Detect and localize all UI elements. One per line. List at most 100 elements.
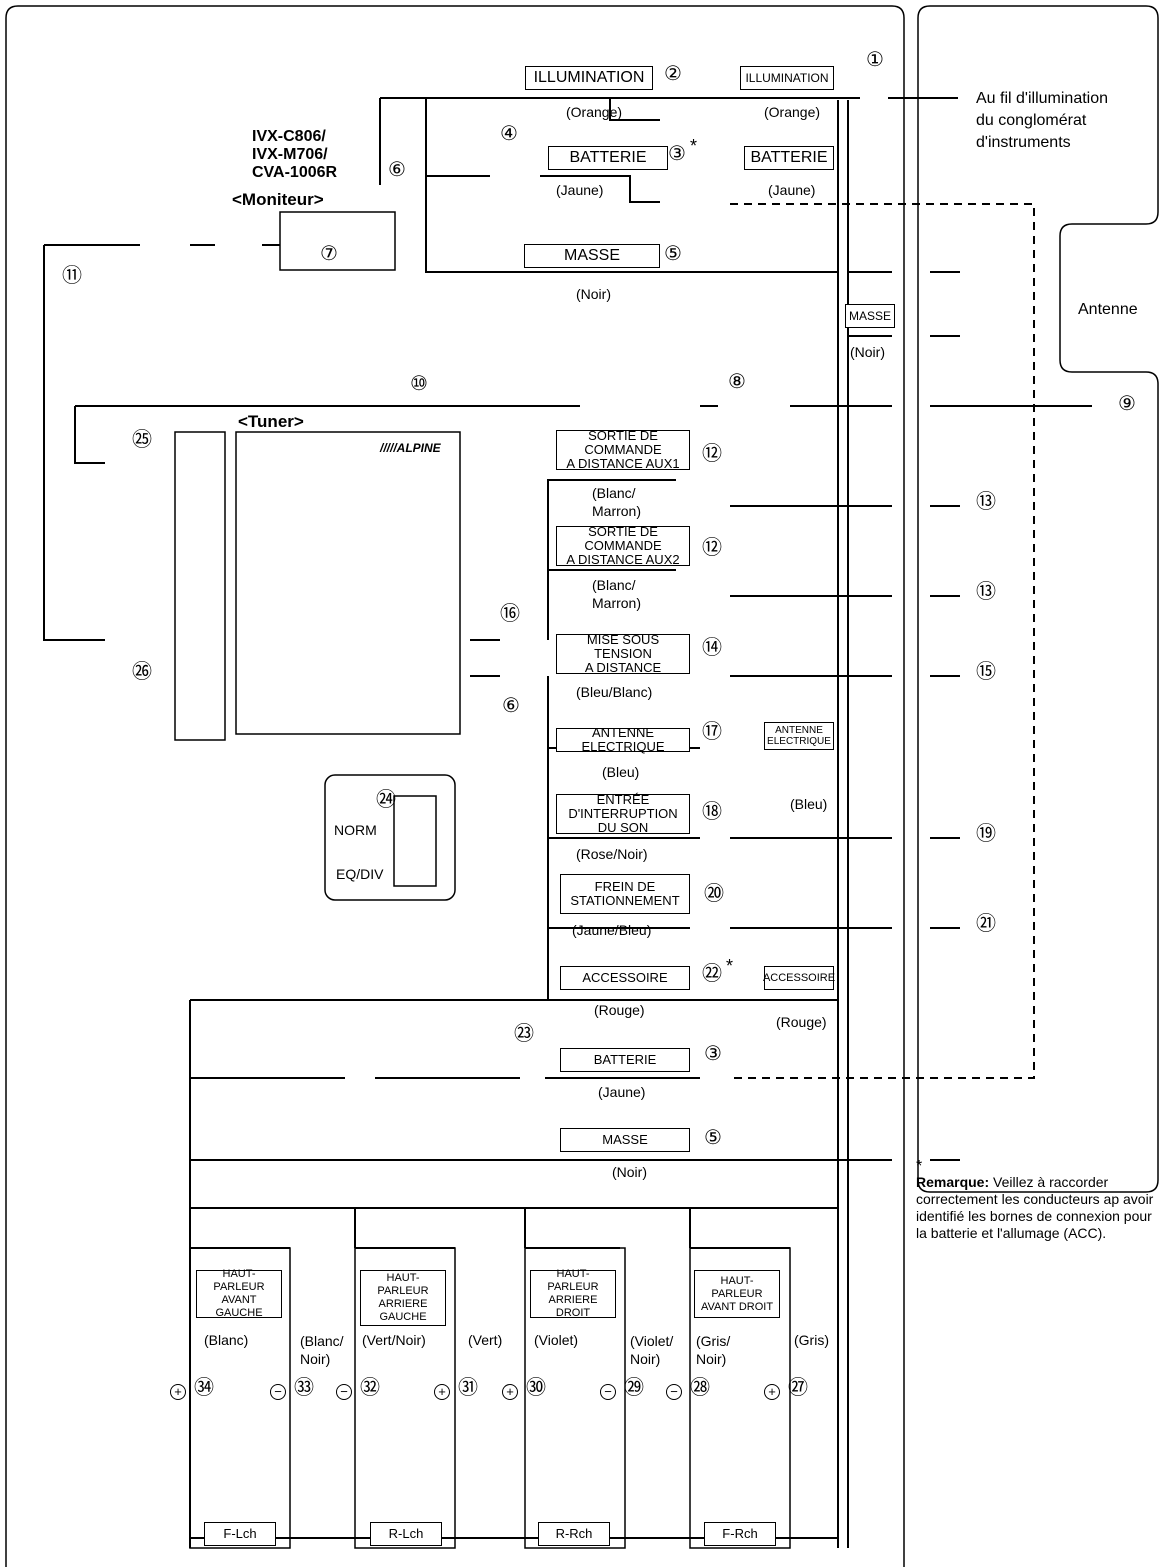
note-text: Veillez à raccorder correctement les con… (916, 1174, 1154, 1241)
wire-color-rose-noir: (Rose/Noir) (576, 846, 648, 862)
num-23: ㉓ (514, 1023, 534, 1045)
wire-color-noir-lower: (Noir) (612, 1164, 647, 1180)
illumination-car-box: ILLUMINATION (740, 66, 834, 90)
wire-color-rouge: (Rouge) (594, 1002, 645, 1018)
num-25: ㉕ (132, 429, 152, 451)
minus-sign: − (666, 1384, 682, 1400)
masse-lower-box: MASSE (560, 1128, 690, 1152)
switch-eqdiv: EQ/DIV (336, 866, 384, 882)
note-title: Remarque: (916, 1174, 990, 1190)
batterie-box: BATTERIE (548, 146, 668, 170)
num-19: ⑲ (976, 823, 996, 845)
speaker-front-left-box: HAUT-PARLEUR AVANT GAUCHE (196, 1268, 282, 1319)
illumination-box: ILLUMINATION (525, 66, 653, 90)
wire-color-jaune: (Jaune) (556, 182, 604, 198)
monitor-label: <Moniteur> (232, 190, 324, 209)
aux1-box: SORTIE DE COMMANDE A DISTANCE AUX1 (556, 429, 690, 471)
num-18: ⑱ (702, 801, 722, 823)
num-28: ㉘ (690, 1377, 710, 1399)
audio-interrupt-box: ENTRÉE D'INTERRUPTION DU SON (556, 793, 690, 835)
channel-r-rch: R-Rch (538, 1522, 610, 1546)
note: * Remarque: Veillez à raccorder correcte… (916, 1158, 1162, 1242)
wire-color-jaune-bleu: (Jaune/Bleu) (572, 922, 652, 938)
num-17: ⑰ (702, 721, 722, 743)
power-antenna-car-box: ANTENNE ELECTRIQUE (764, 722, 834, 750)
num-7: ⑦ (320, 243, 338, 265)
num-22: ㉒ (702, 963, 722, 985)
speaker-fl-minus-color: (Blanc/ Noir) (300, 1333, 344, 1367)
note-star: * (916, 1158, 923, 1175)
wire-color-orange-car: (Orange) (764, 104, 821, 120)
num-9: ⑨ (1118, 393, 1136, 415)
num-12b: ⑫ (702, 537, 722, 559)
channel-r-lch: R-Lch (370, 1522, 442, 1546)
accessoire-box: ACCESSOIRE (560, 966, 690, 990)
num-5b: ⑤ (704, 1127, 722, 1149)
speaker-fr-plus-color: (Gris) (794, 1332, 829, 1348)
parking-brake-box: FREIN DE STATIONNEMENT (560, 874, 690, 914)
num-5: ⑤ (664, 243, 682, 265)
speaker-rr-minus-color: (Violet/ Noir) (630, 1333, 674, 1367)
num-12a: ⑫ (702, 443, 722, 465)
speaker-front-right-box: HAUT-PARLEUR AVANT DROIT (694, 1270, 780, 1318)
num-34: ㉞ (194, 1377, 214, 1399)
plus-sign: + (434, 1384, 450, 1400)
plus-sign: + (502, 1384, 518, 1400)
aux2-box: SORTIE DE COMMANDE A DISTANCE AUX2 (556, 525, 690, 567)
wire-color-noir-car: (Noir) (850, 344, 885, 360)
num-21: ㉑ (976, 913, 996, 935)
tuner-brand: /////ALPINE (380, 441, 441, 455)
num-31: ㉛ (458, 1377, 478, 1399)
num-15: ⑮ (976, 661, 996, 683)
num-24: ㉔ (376, 789, 396, 811)
speaker-fl-plus-color: (Blanc) (204, 1332, 249, 1348)
num-3: ③ (668, 143, 686, 165)
num-13b: ⑬ (976, 581, 996, 603)
speaker-fr-minus-color: (Gris/ Noir) (696, 1333, 731, 1367)
num-20: ⑳ (704, 883, 724, 905)
speaker-rr-plus-color: (Violet) (534, 1332, 579, 1348)
num-6: ⑥ (388, 159, 406, 181)
num-16: ⑯ (500, 603, 520, 625)
monitor-models: IVX-C806/ IVX-M706/ CVA-1006R (252, 128, 338, 181)
num-1: ① (866, 49, 884, 71)
num-3b: ③ (704, 1043, 722, 1065)
switch-norm: NORM (334, 822, 377, 838)
wire-color-aux2: (Blanc/ Marron) (592, 577, 642, 611)
num-13a: ⑬ (976, 491, 996, 513)
wire-color-orange: (Orange) (566, 104, 623, 120)
wire-color-aux1: (Blanc/ Marron) (592, 485, 642, 519)
speaker-rear-right-box: HAUT-PARLEUR ARRIERE DROIT (530, 1268, 616, 1319)
num-30: ㉚ (526, 1377, 546, 1399)
channel-f-rch: F-Rch (704, 1522, 776, 1546)
wire-color-jaune-car: (Jaune) (768, 182, 816, 198)
speaker-rl-minus-color: (Vert/Noir) (362, 1332, 426, 1348)
antenna-label: Antenne (1078, 301, 1138, 318)
num-3-star: * (690, 136, 698, 156)
illumination-target: Au fil d'illumination du conglomérat d'i… (976, 90, 1109, 151)
tuner-label: <Tuner> (238, 412, 304, 431)
num-8: ⑧ (728, 371, 746, 393)
num-22-star: * (726, 956, 734, 976)
wire-color-rouge-car: (Rouge) (776, 1014, 827, 1030)
wire-color-bleu-car: (Bleu) (790, 796, 828, 812)
accessoire-car-box: ACCESSOIRE (763, 966, 835, 990)
wire-color-remote: (Bleu/Blanc) (576, 684, 653, 700)
wire-color-noir: (Noir) (576, 286, 611, 302)
batterie-car-box: BATTERIE (744, 146, 834, 170)
wire-color-jaune-lower: (Jaune) (598, 1084, 646, 1100)
channel-f-lch: F-Lch (204, 1522, 276, 1546)
num-32: ㉜ (360, 1377, 380, 1399)
power-antenna-box: ANTENNE ELECTRIQUE (556, 726, 690, 754)
num-10: ⑩ (410, 373, 428, 395)
remote-on-box: MISE SOUS TENSION A DISTANCE (556, 633, 690, 675)
masse-box: MASSE (524, 244, 660, 268)
num-11: ⑪ (62, 265, 82, 287)
num-14: ⑭ (702, 637, 722, 659)
num-33: ㉝ (294, 1377, 314, 1399)
speaker-rl-plus-color: (Vert) (468, 1332, 503, 1348)
minus-sign: − (270, 1384, 286, 1400)
masse-car-box: MASSE (845, 304, 895, 328)
plus-sign: + (764, 1384, 780, 1400)
